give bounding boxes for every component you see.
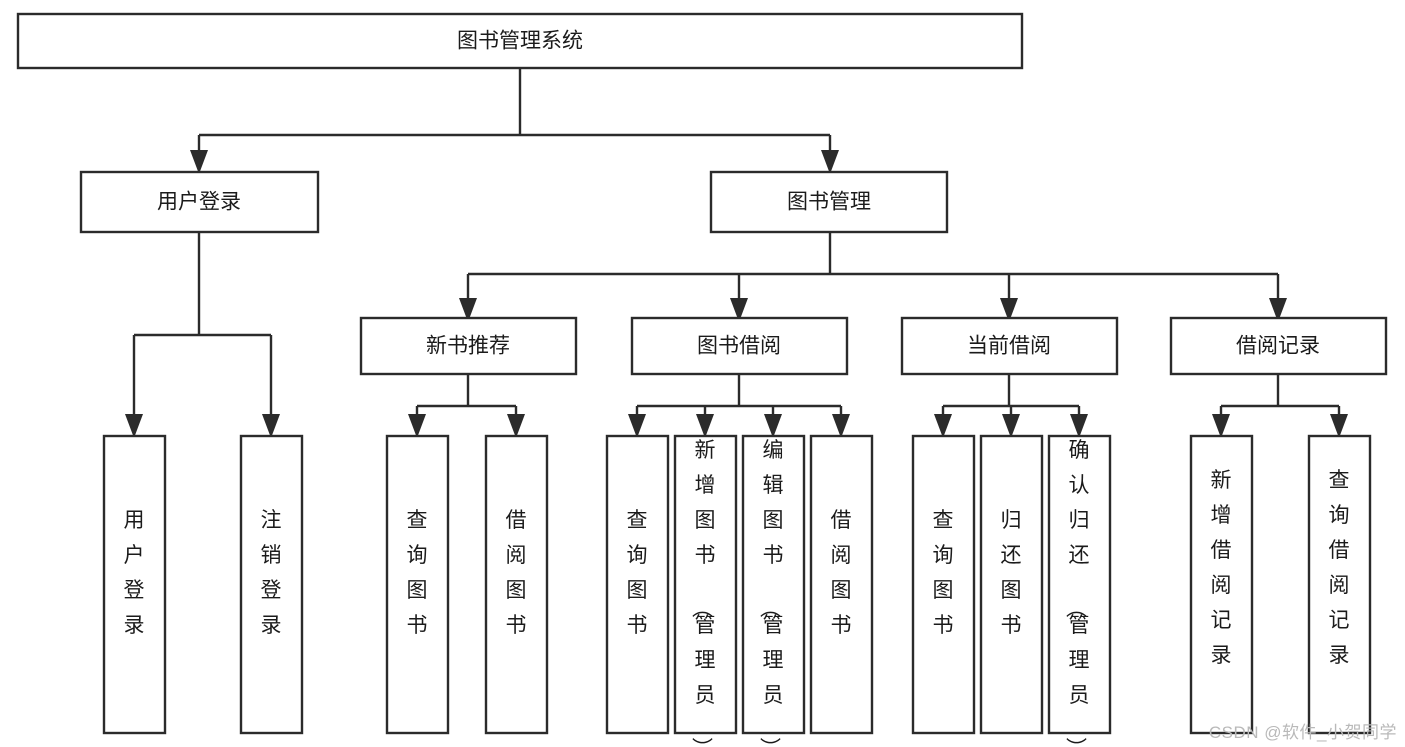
connector-group-current	[934, 374, 1088, 438]
arrow-newbook-to-borrow	[507, 414, 525, 438]
arrow-borrow-to-lend	[832, 414, 850, 438]
node-leaf-new-query-label: 查询图书	[407, 509, 428, 637]
node-leaf-current-return-label: 归还图书	[1001, 509, 1022, 637]
arrow-login-to-user-logout	[262, 414, 280, 438]
node-login[interactable]: 用户登录	[79, 170, 320, 234]
node-leaf-record-add-box[interactable]	[1189, 434, 1254, 735]
node-leaf-record-add-label: 新增借阅记录	[1211, 469, 1232, 667]
node-leaf-record-add[interactable]: 新增借阅记录	[1189, 434, 1254, 735]
node-leaf-borrow-edit-label: 编辑图书（管理员）	[758, 439, 784, 747]
arrow-borrow-to-edit	[764, 414, 782, 438]
node-borrow-label: 图书借阅	[697, 335, 781, 358]
node-leaf-new-query-box[interactable]	[385, 434, 450, 735]
node-leaf-current-confirm-box[interactable]	[1047, 434, 1112, 735]
node-leaf-record-query-label: 查询借阅记录	[1329, 469, 1350, 667]
csdn-watermark: CSDN @软件_小贺同学	[1208, 723, 1397, 742]
node-leaf-borrow-query-label: 查询图书	[627, 509, 648, 637]
node-leaf-record-query[interactable]: 查询借阅记录	[1307, 434, 1372, 735]
node-newbook-box[interactable]	[359, 316, 578, 376]
connector-group-root	[190, 68, 839, 174]
node-bookmgmt[interactable]: 图书管理	[709, 170, 949, 234]
node-root-label: 图书管理系统	[457, 30, 583, 53]
node-records-label: 借阅记录	[1236, 335, 1320, 358]
node-leaf-borrow-edit[interactable]: 编辑图书（管理员）	[741, 434, 806, 747]
node-leaf-current-query[interactable]: 查询图书	[911, 434, 976, 735]
connector-group-login	[125, 232, 280, 438]
node-leaf-borrow-query-box[interactable]	[605, 434, 670, 735]
node-newbook[interactable]: 新书推荐	[359, 316, 578, 376]
node-leaf-borrow-add-label: 新增图书（管理员）	[690, 439, 716, 747]
node-bookmgmt-box[interactable]	[709, 170, 949, 234]
node-leaf-current-return-box[interactable]	[979, 434, 1044, 735]
node-leaf-new-borrow-box[interactable]	[484, 434, 549, 735]
node-leaf-borrow-edit-box[interactable]	[741, 434, 806, 735]
node-bookmgmt-label: 图书管理	[787, 191, 871, 214]
node-records-box[interactable]	[1169, 316, 1388, 376]
node-leaf-record-query-box[interactable]	[1307, 434, 1372, 735]
node-leaf-new-borrow[interactable]: 借阅图书	[484, 434, 549, 735]
arrow-login-to-user-login	[125, 414, 143, 438]
arrow-newbook-to-query	[408, 414, 426, 438]
arrow-borrow-to-query	[628, 414, 646, 438]
node-root[interactable]: 图书管理系统	[16, 12, 1024, 70]
node-leaf-current-query-label: 查询图书	[933, 509, 954, 637]
node-leaf-borrow-lend-box[interactable]	[809, 434, 874, 735]
node-newbook-label: 新书推荐	[426, 335, 510, 358]
node-leaf-user-logout-box[interactable]	[239, 434, 304, 735]
node-login-label: 用户登录	[157, 191, 241, 214]
node-leaf-borrow-add-box[interactable]	[673, 434, 738, 735]
connector-group-bookmgmt	[459, 232, 1287, 322]
node-login-box[interactable]	[79, 170, 320, 234]
node-leaf-current-confirm-label: 确认归还（管理员）	[1064, 439, 1090, 747]
node-leaf-user-login[interactable]: 用户登录	[102, 434, 167, 735]
arrow-records-to-query	[1330, 414, 1348, 438]
node-leaf-user-login-box[interactable]	[102, 434, 167, 735]
connector-group-borrow	[628, 374, 850, 438]
arrow-records-to-add	[1212, 414, 1230, 438]
node-leaf-current-confirm[interactable]: 确认归还（管理员）	[1047, 434, 1112, 747]
node-current-box[interactable]	[900, 316, 1119, 376]
node-leaf-borrow-add[interactable]: 新增图书（管理员）	[673, 434, 738, 747]
node-leaf-new-borrow-label: 借阅图书	[506, 509, 527, 637]
node-leaf-user-logout-label: 注销登录	[261, 509, 282, 637]
arrow-current-to-return	[1002, 414, 1020, 438]
node-leaf-borrow-query[interactable]: 查询图书	[605, 434, 670, 735]
connector-group-records	[1212, 374, 1348, 438]
arrow-root-to-login	[190, 150, 208, 174]
node-leaf-borrow-lend[interactable]: 借阅图书	[809, 434, 874, 735]
node-leaf-user-logout[interactable]: 注销登录	[239, 434, 304, 735]
node-leaf-current-query-box[interactable]	[911, 434, 976, 735]
node-current-label: 当前借阅	[967, 335, 1051, 358]
node-current[interactable]: 当前借阅	[900, 316, 1119, 376]
node-leaf-current-return[interactable]: 归还图书	[979, 434, 1044, 735]
node-borrow[interactable]: 图书借阅	[630, 316, 849, 376]
node-leaf-borrow-lend-label: 借阅图书	[831, 509, 852, 637]
node-leaf-user-login-label: 用户登录	[124, 509, 145, 637]
node-leaf-new-query[interactable]: 查询图书	[385, 434, 450, 735]
arrow-root-to-bookmgmt	[821, 150, 839, 174]
arrow-current-to-confirm	[1070, 414, 1088, 438]
node-borrow-box[interactable]	[630, 316, 849, 376]
node-root-box[interactable]	[16, 12, 1024, 70]
arrow-current-to-query	[934, 414, 952, 438]
connector-group-newbook	[408, 374, 525, 438]
node-records[interactable]: 借阅记录	[1169, 316, 1388, 376]
arrow-borrow-to-add	[696, 414, 714, 438]
